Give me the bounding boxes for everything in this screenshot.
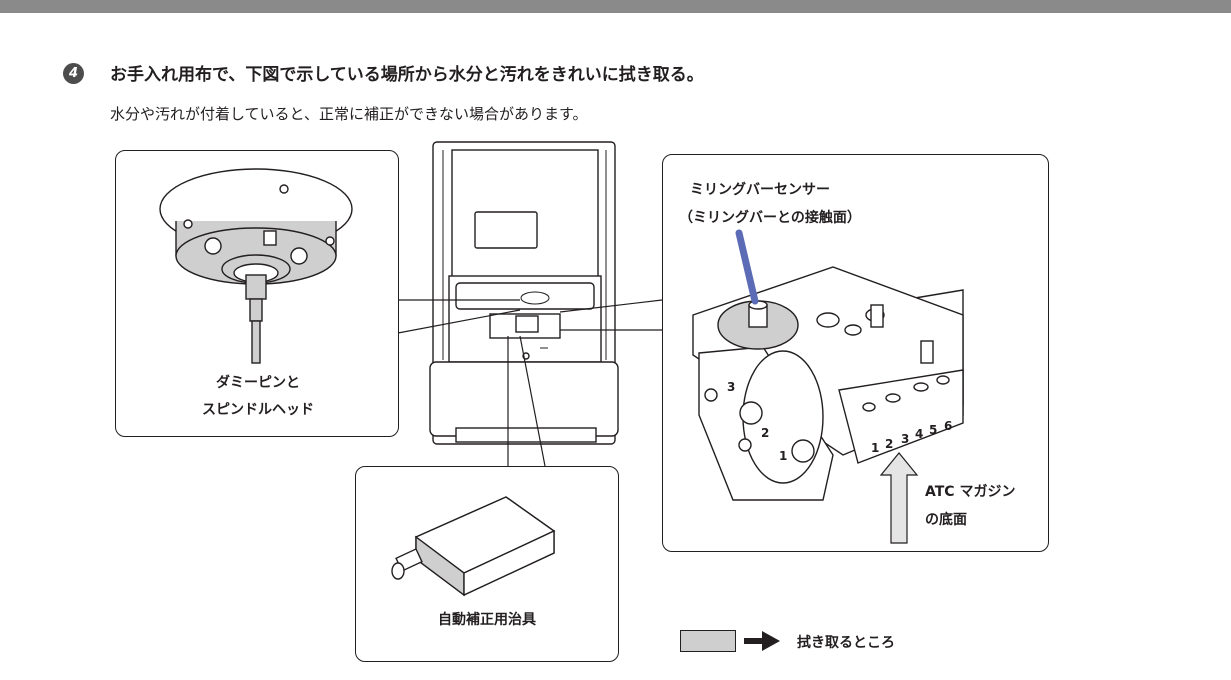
sensor-label-line1: ミリングバーセンサー [690,182,830,198]
legend-swatch [680,630,736,652]
calibration-jig-panel: 自動補正用治具 [355,466,619,662]
sensor-magazine-panel: ミリングバーセンサー （ミリングバーとの接触面） [662,154,1049,552]
magazine-slot-6: 6 [944,419,952,433]
jig-label: 自動補正用治具 [438,612,536,628]
rotor-number-3: 3 [727,380,735,394]
magazine-slot-3: 3 [901,432,909,446]
spindle-label-line2: スピンドルヘッド [202,402,314,418]
legend-label: 拭き取るところ [797,635,895,651]
atc-magazine-illustration: 1 2 3 4 5 6 1 2 3 [692,229,964,544]
magazine-slot-2: 2 [885,437,893,451]
rotor-number-2: 2 [761,426,769,440]
magazine-slot-4: 4 [915,427,923,441]
calibration-jig-illustration [391,496,556,597]
top-divider-bar [0,0,1231,13]
sensor-label-line2: （ミリングバーとの接触面） [679,210,861,226]
spindle-label-line1: ダミーピンと [216,375,300,391]
step-note: 水分や汚れが付着していると、正常に補正ができない場合があります。 [110,105,588,123]
magazine-label-line2: の底面 [925,512,967,528]
rotor-number-1: 1 [779,449,787,463]
spindle-head-panel: ダミーピンと スピンドルヘッド [115,150,399,437]
step-instruction: お手入れ用布で、下図で示している場所から水分と汚れをきれいに拭き取る。 [110,65,704,85]
magazine-slot-5: 5 [929,423,937,437]
spindle-head-illustration [159,168,353,364]
magazine-label-line1: ATC マガジン [925,484,1016,500]
magazine-slot-1: 1 [871,441,879,455]
step-number-badge: 4 [63,63,84,84]
